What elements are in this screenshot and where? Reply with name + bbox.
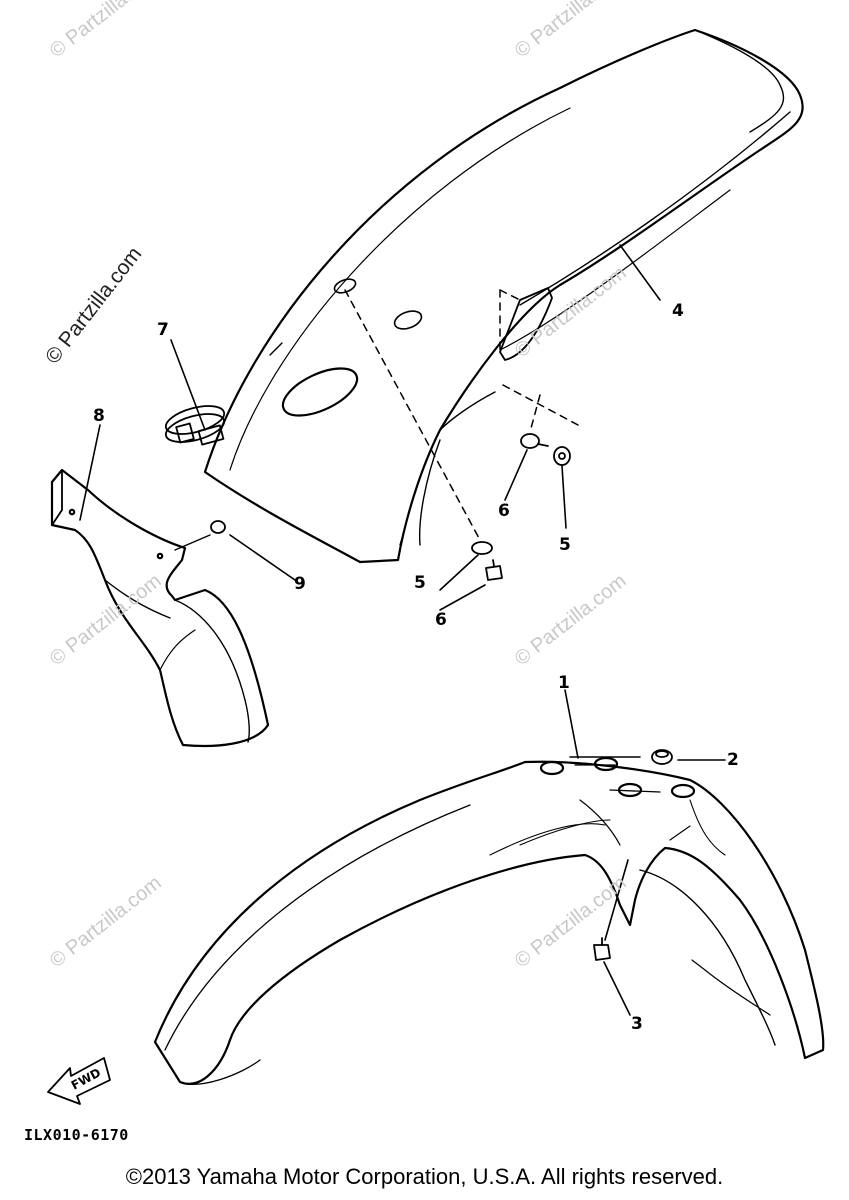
fasteners — [210, 433, 673, 961]
fwd-arrow — [47, 1057, 111, 1105]
callout-5-lower: 5 — [414, 573, 426, 593]
front-fender — [153, 756, 825, 1085]
callout-5-right: 5 — [559, 535, 571, 555]
fwd-label: FWD — [69, 1066, 103, 1093]
callout-9: 9 — [294, 574, 306, 594]
callout-6-right: 6 — [498, 501, 510, 521]
assembly-lines — [344, 289, 579, 541]
copyright-text: ©2013 Yamaha Motor Corporation, U.S.A. A… — [125, 1164, 724, 1189]
callout-8: 8 — [93, 406, 105, 426]
band-clamp — [164, 405, 226, 446]
callout-1: 1 — [558, 673, 570, 693]
callout-4: 4 — [672, 301, 684, 321]
rear-fender — [203, 28, 804, 564]
leader-lines — [79, 244, 726, 1016]
callout-3: 3 — [631, 1014, 643, 1034]
callout-7: 7 — [157, 320, 169, 340]
callout-2: 2 — [727, 750, 739, 770]
callout-6-lower: 6 — [435, 610, 447, 630]
rear-flap — [50, 468, 270, 748]
diagram-code: ILX010-6170 — [24, 1126, 129, 1144]
